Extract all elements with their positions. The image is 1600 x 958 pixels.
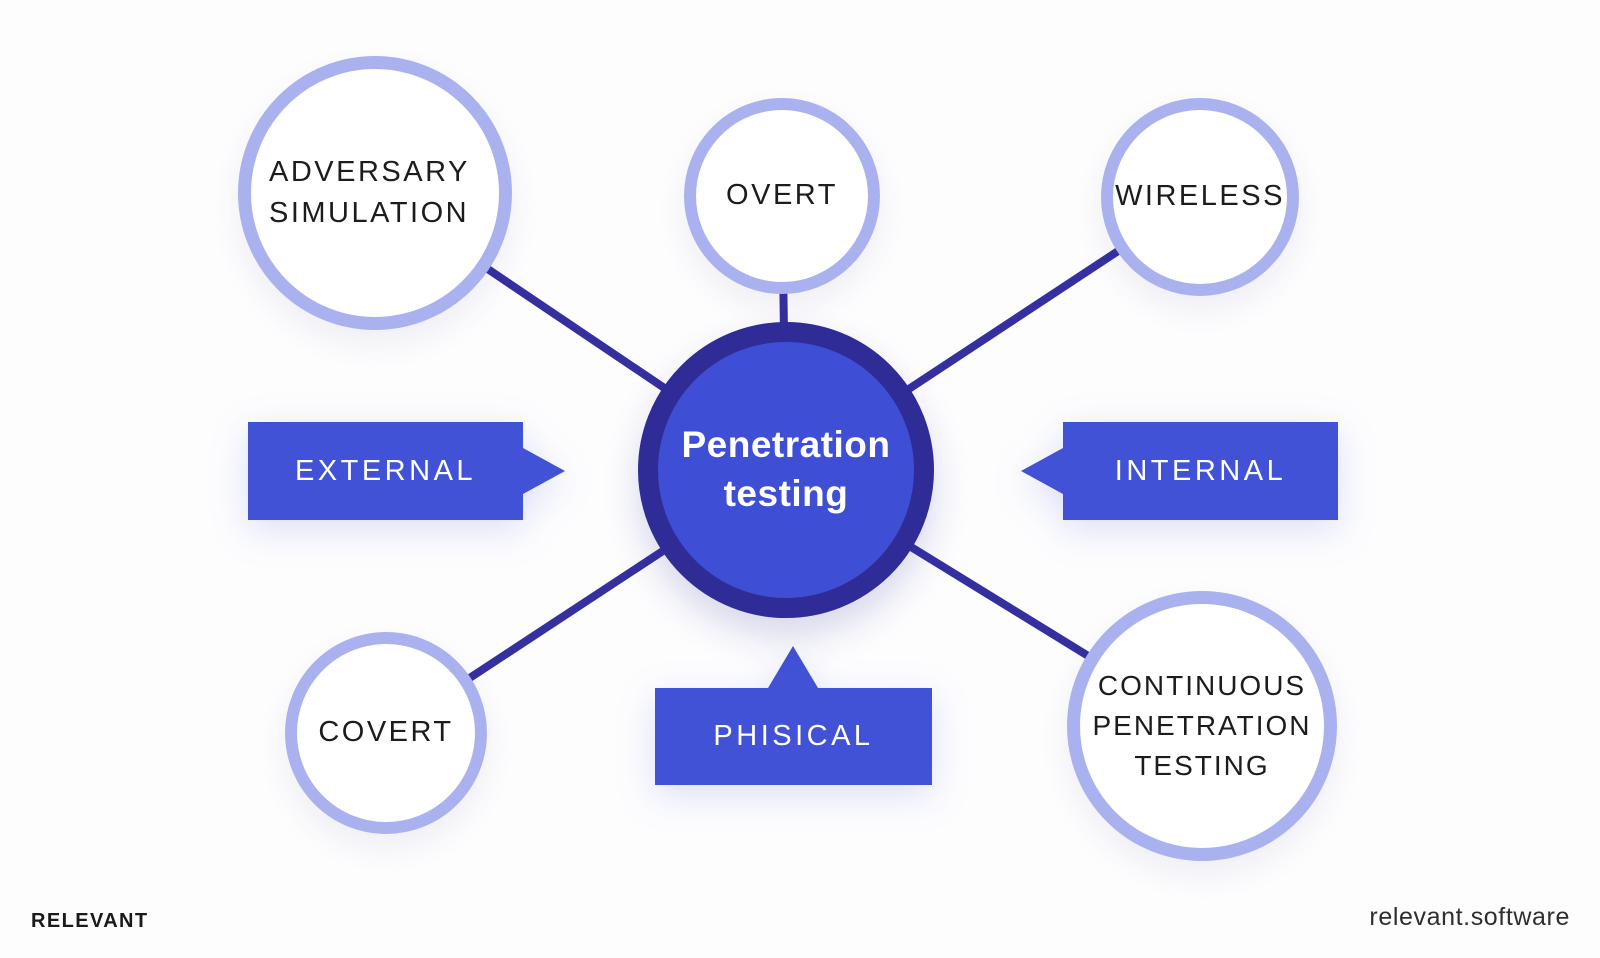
banner-internal-label: INTERNAL — [1114, 454, 1287, 487]
node-adversary-simulation: ADVERSARY SIMULATION — [238, 56, 512, 330]
node-adversary-simulation-label: ADVERSARY SIMULATION — [269, 155, 470, 229]
banner-external-label: EXTERNAL — [294, 454, 477, 487]
banner-phisical-shape: PHISICAL — [655, 646, 932, 785]
brand-logo: RELEVANT — [31, 910, 149, 932]
banner-external-shape: EXTERNAL — [248, 422, 565, 520]
banner-internal: INTERNAL — [1021, 422, 1338, 520]
center-node-penetration-testing: Penetration testing — [638, 322, 934, 618]
node-continuous-penetration-testing: CONTINUOUS PENETRATION TESTING — [1067, 591, 1337, 861]
node-covert-label: COVERT — [318, 716, 454, 749]
node-wireless-label: WIRELESS — [1115, 180, 1285, 213]
website-link[interactable]: relevant.software — [1369, 903, 1570, 931]
node-covert: COVERT — [285, 632, 487, 834]
node-continuous-penetration-testing-label: CONTINUOUS PENETRATION TESTING — [1092, 670, 1312, 781]
node-overt: OVERT — [684, 98, 880, 294]
banner-phisical-label: PHISICAL — [713, 720, 874, 752]
node-wireless: WIRELESS — [1101, 98, 1299, 296]
center-node-label: Penetration testing — [681, 424, 891, 514]
banner-phisical: PHISICAL — [655, 646, 932, 785]
banner-external: EXTERNAL — [248, 422, 565, 520]
banner-internal-shape: INTERNAL — [1021, 422, 1338, 520]
node-overt-label: OVERT — [726, 179, 838, 212]
